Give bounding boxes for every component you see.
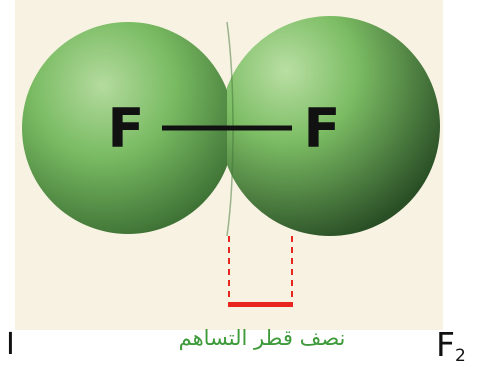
left-mark: I	[6, 327, 15, 362]
right-atom-sphere	[227, 16, 440, 236]
molecule-formula: F2	[436, 325, 466, 365]
formula-subscript: 2	[454, 346, 466, 366]
right-fluorine-atom	[227, 16, 440, 236]
covalent-radius-label: نصف قطر التساهم	[179, 326, 346, 351]
left-atom-sphere	[22, 22, 234, 234]
right-atom-label: F	[304, 97, 341, 160]
radius-bracket-bar	[228, 302, 293, 307]
left-atom-label: F	[108, 97, 145, 160]
covalent-radius-marker	[228, 236, 293, 307]
formula-symbol: F	[436, 325, 455, 364]
left-fluorine-atom	[22, 22, 234, 234]
